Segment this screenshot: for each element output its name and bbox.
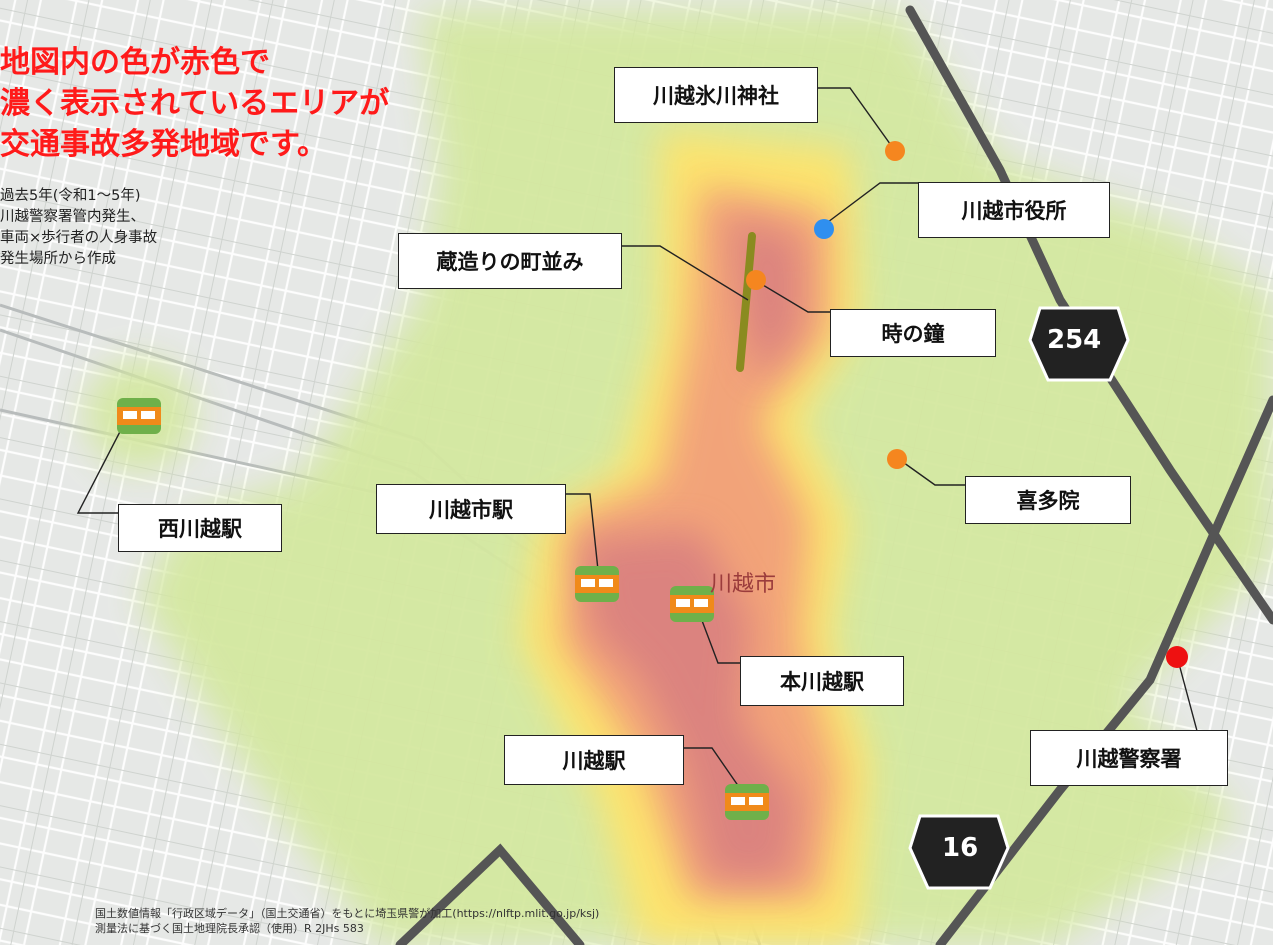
data-source-note: 過去5年(令和1～5年) 川越警察署管内発生、 車両×歩行者の人身事故 発生場所… [0, 186, 157, 270]
route-254-number: 254 [1047, 325, 1102, 355]
major-roads [395, 5, 1273, 945]
label-kawagoe-station[interactable]: 川越駅 [504, 735, 684, 785]
label-honkawagoe-station[interactable]: 本川越駅 [740, 656, 904, 706]
label-kurazukuri[interactable]: 蔵造りの町並み [398, 233, 622, 289]
label-kitain[interactable]: 喜多院 [965, 476, 1131, 524]
train-icon[interactable] [117, 398, 161, 434]
headline-line: 交通事故多発地域です。 [0, 127, 327, 162]
city-name-label: 川越市 [710, 572, 777, 597]
credit-line: 国土数値情報「行政区域データ」（国土交通省）をもとに埼玉県警が加工(https:… [95, 907, 600, 920]
train-icon[interactable] [575, 566, 619, 602]
label-police-station[interactable]: 川越警察署 [1030, 730, 1228, 786]
route-16-number: 16 [942, 833, 979, 863]
label-toki-no-kane[interactable]: 時の鐘 [830, 309, 996, 357]
note-line: 過去5年(令和1～5年) [0, 188, 141, 204]
train-icon[interactable] [670, 586, 714, 622]
headline: 地図内の色が赤色で 濃く表示されているエリアが 交通事故多発地域です。 [0, 42, 389, 165]
kurazukuri-street-line [736, 232, 756, 372]
toki-no-kane-marker[interactable] [746, 270, 766, 290]
credit-line: 測量法に基づく国土地理院長承認（使用）R 2JHs 583 [95, 922, 364, 935]
label-kawagoeshi-station[interactable]: 川越市駅 [376, 484, 566, 534]
label-hikawa-shrine[interactable]: 川越氷川神社 [614, 67, 818, 123]
note-line: 発生場所から作成 [0, 251, 116, 267]
label-nishi-kawagoe-station[interactable]: 西川越駅 [118, 504, 282, 552]
train-icon[interactable] [725, 784, 769, 820]
hikawa-shrine-marker[interactable] [885, 141, 905, 161]
note-line: 車両×歩行者の人身事故 [0, 230, 158, 246]
city-office-marker[interactable] [814, 219, 834, 239]
route-16-shield [908, 814, 1010, 890]
headline-line: 地図内の色が赤色で [0, 45, 270, 80]
kitain-marker[interactable] [887, 449, 907, 469]
map-credit: 国土数値情報「行政区域データ」（国土交通省）をもとに埼玉県警が加工(https:… [95, 906, 599, 936]
police-station-marker[interactable] [1166, 646, 1188, 668]
route-254-shield [1028, 306, 1130, 382]
label-city-office[interactable]: 川越市役所 [918, 182, 1110, 238]
headline-line: 濃く表示されているエリアが [0, 86, 390, 121]
note-line: 川越警察署管内発生、 [0, 209, 145, 225]
leader-lines [76, 87, 1228, 801]
